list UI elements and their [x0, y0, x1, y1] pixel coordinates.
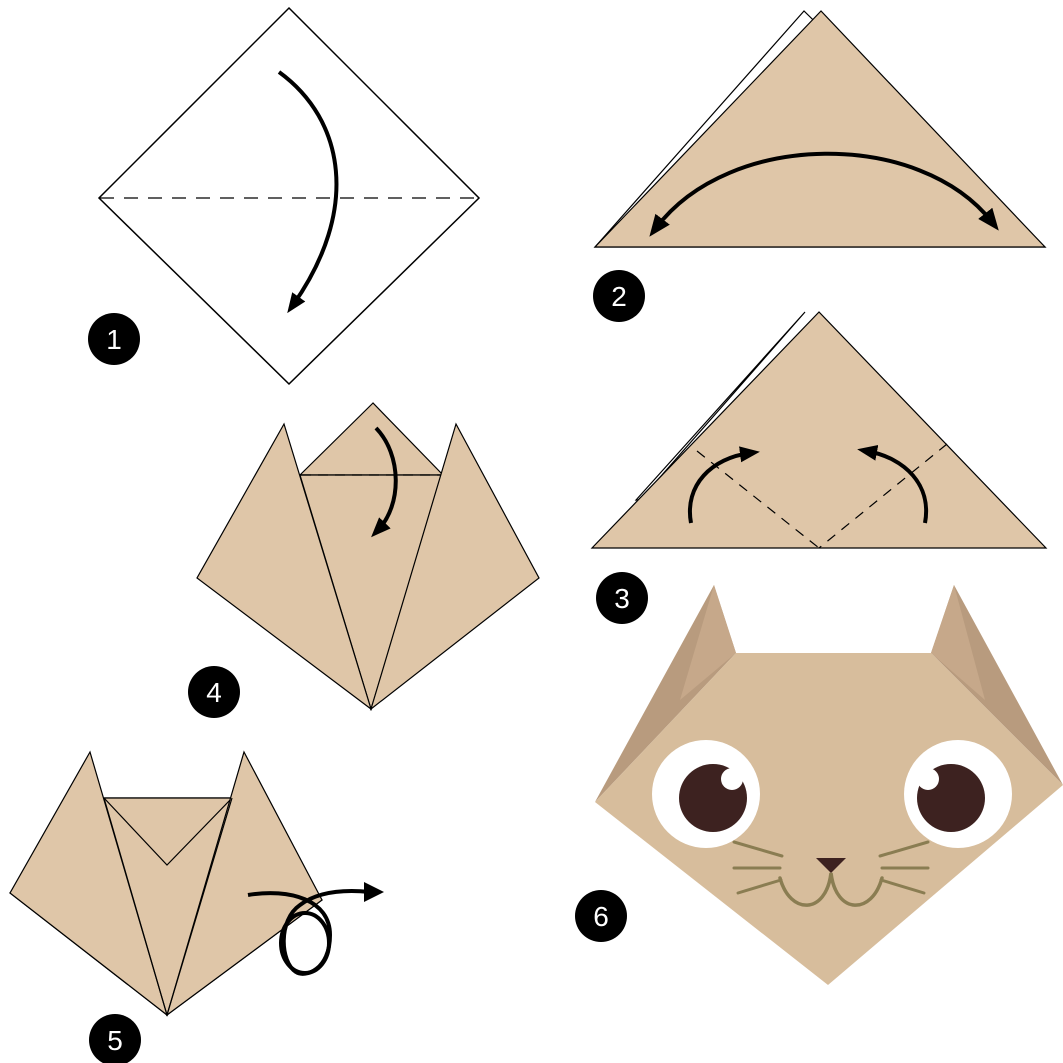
step-4-diagram [197, 403, 539, 709]
step-3-diagram [592, 312, 1046, 548]
step-number: 5 [107, 1025, 123, 1056]
step-6-cat-face [595, 585, 1063, 985]
turn-over-arrow-head [364, 882, 384, 902]
turn-over-loop [281, 913, 329, 973]
step-number: 4 [206, 677, 222, 708]
step-badge-3: 3 [596, 572, 648, 624]
step-badge-5: 5 [89, 1014, 141, 1063]
step-badge-1: 1 [88, 313, 140, 365]
step-2-diagram [595, 11, 1045, 247]
step-1-diagram [99, 8, 479, 384]
paper-triangle [592, 312, 1046, 548]
top-flap [300, 403, 443, 475]
step-number: 2 [611, 281, 627, 312]
step-number: 1 [106, 324, 122, 355]
paper-triangle [595, 11, 1045, 247]
step-badge-4: 4 [188, 666, 240, 718]
step-5-diagram [10, 752, 384, 1015]
right-eye-highlight [917, 768, 939, 790]
paper-square [99, 8, 479, 384]
step-number: 3 [614, 583, 630, 614]
step-badge-6: 6 [575, 890, 627, 942]
step-number: 6 [593, 901, 609, 932]
left-eye-highlight [721, 768, 743, 790]
step-badge-2: 2 [593, 270, 645, 322]
